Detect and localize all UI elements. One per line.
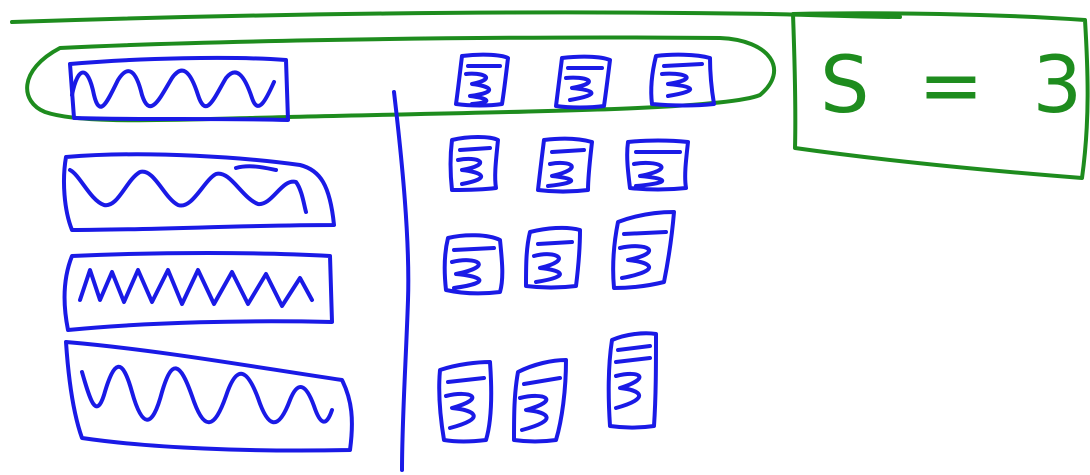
sample-sheet <box>556 57 610 108</box>
waveform-signal <box>70 166 306 212</box>
sample-sheet <box>538 139 592 192</box>
waveform-4 <box>66 342 352 451</box>
waveform-signal <box>82 367 332 422</box>
sample-sheet <box>609 333 656 427</box>
vertical-divider <box>394 92 408 470</box>
sample-sheet <box>451 137 499 190</box>
sample-sheet <box>613 212 674 288</box>
sample-sheet <box>651 55 714 106</box>
sample-sheet <box>627 141 688 190</box>
sample-row-2 <box>451 137 689 192</box>
sample-sheet <box>439 362 491 442</box>
top-divider-line <box>12 12 900 22</box>
sample-row-3 <box>445 212 674 293</box>
sample-row-4 <box>439 333 656 441</box>
formula-text: S = 3 <box>820 41 1090 131</box>
waveform-1 <box>70 58 288 120</box>
highlight-oval <box>27 37 774 120</box>
sample-sheet <box>526 228 580 288</box>
sample-row-1 <box>456 55 714 108</box>
sample-sheet <box>514 360 566 442</box>
waveform-signal <box>72 71 274 107</box>
sample-sheet <box>456 55 508 106</box>
waveform-2 <box>64 154 334 230</box>
waveform-3 <box>65 253 332 330</box>
waveform-signal <box>80 270 312 306</box>
sample-sheet <box>445 235 503 293</box>
waveform-frame <box>70 58 288 120</box>
